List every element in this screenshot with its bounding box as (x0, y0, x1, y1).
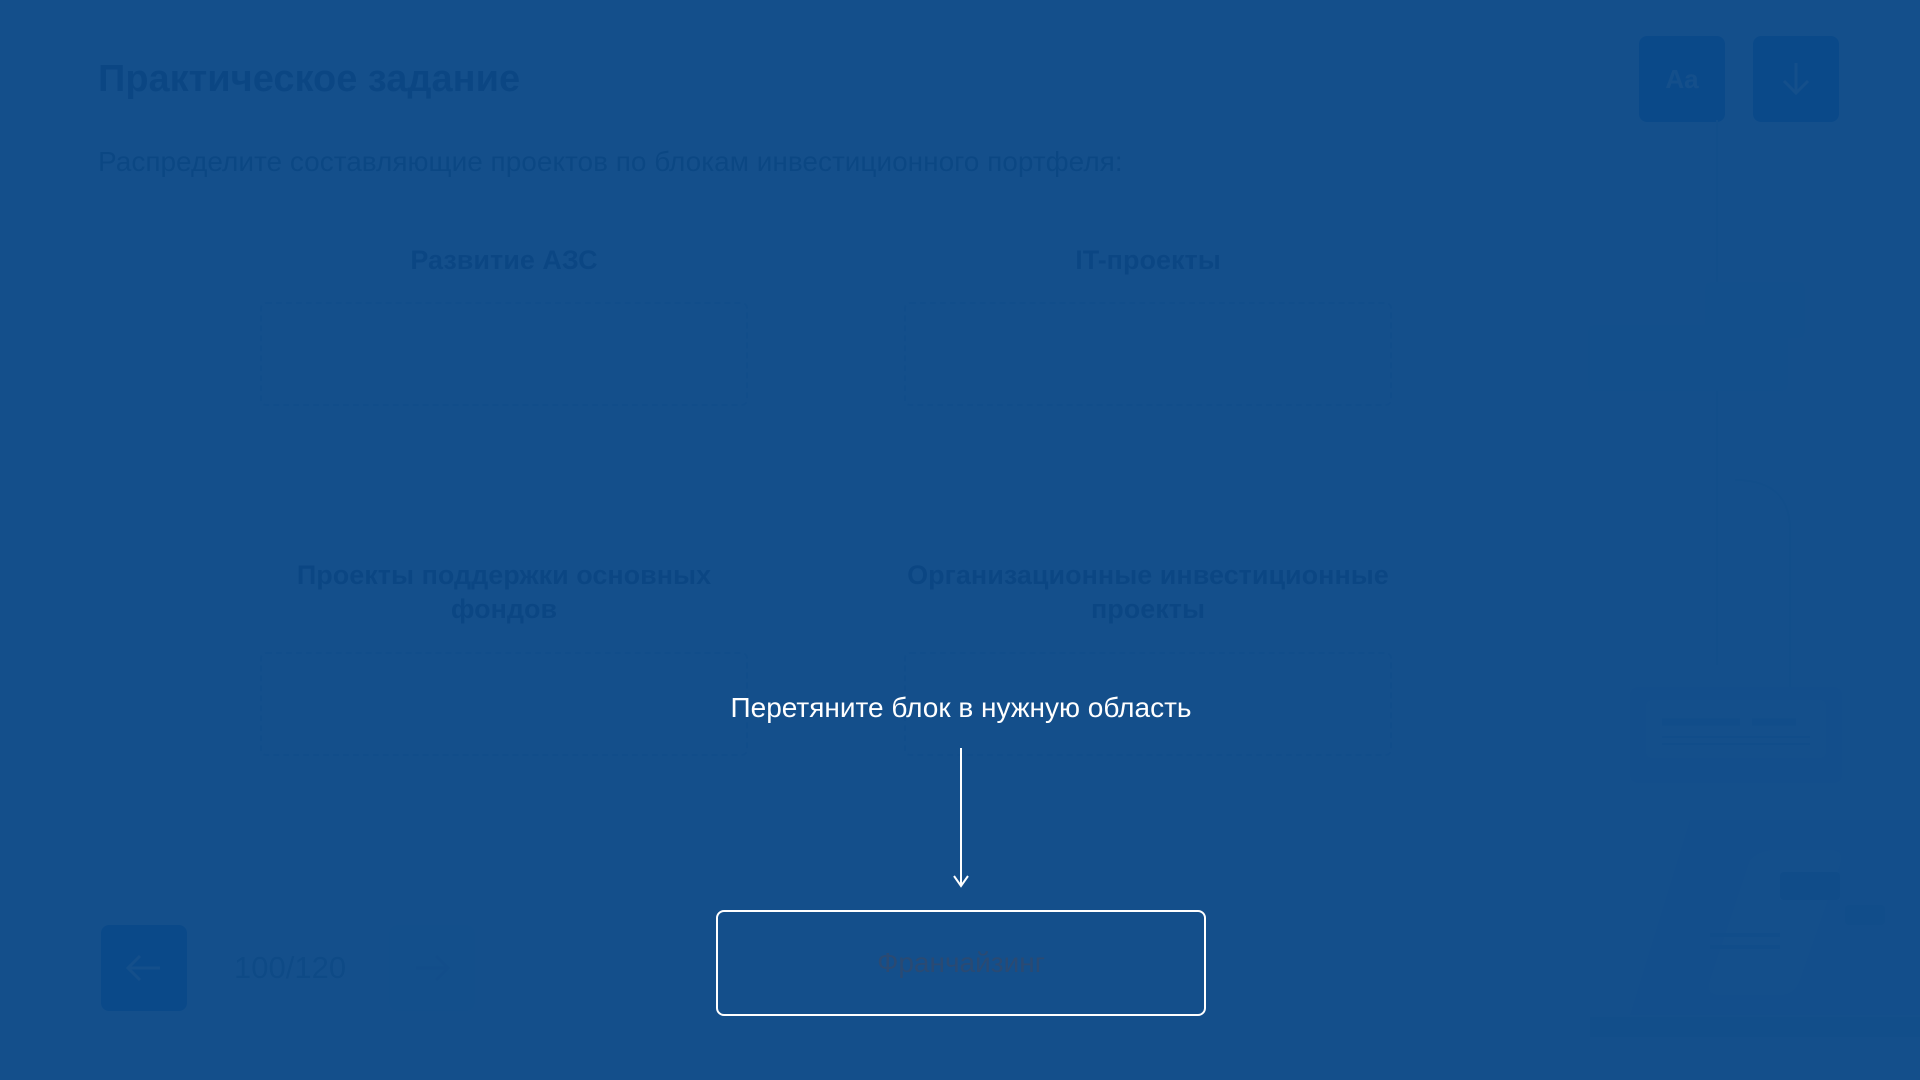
category-title: Развитие АЗС (410, 245, 598, 275)
page-title: Практическое задание (98, 58, 521, 100)
draggable-item-franchising[interactable]: Франчайзинг (716, 910, 1206, 1016)
decorative-illustration (1588, 120, 1920, 1037)
category-fixed-assets: Проекты поддержки основных фондов (258, 558, 750, 626)
task-instruction: Распределите составляющие проектов по бл… (98, 146, 1123, 177)
download-button[interactable] (1753, 36, 1839, 122)
category-organizational: Организационные инвестиционные проекты (902, 558, 1394, 626)
drag-hint-text: Перетяните блок в нужную область (730, 692, 1192, 723)
font-size-button[interactable]: Aa (1639, 36, 1725, 122)
next-button[interactable] (389, 925, 475, 1011)
category-it: IT-проекты (902, 243, 1394, 277)
category-title: IT-проекты (1075, 245, 1221, 275)
arrow-left-icon (125, 954, 160, 982)
arrow-down-icon (1782, 63, 1810, 96)
font-size-label: Aa (1665, 63, 1699, 94)
drop-zone-azs[interactable] (260, 302, 748, 406)
arrow-right-icon (416, 954, 451, 982)
drop-zone-it[interactable] (904, 302, 1392, 406)
draggable-item-label: Франчайзинг (877, 947, 1045, 978)
category-azs: Развитие АЗС (258, 243, 750, 277)
hint-arrow-down-icon (953, 748, 969, 888)
category-title: Организационные инвестиционные проекты (907, 560, 1389, 624)
prev-button[interactable] (101, 925, 187, 1011)
page-counter: 100/120 (234, 950, 347, 985)
category-title: Проекты поддержки основных фондов (296, 560, 712, 624)
